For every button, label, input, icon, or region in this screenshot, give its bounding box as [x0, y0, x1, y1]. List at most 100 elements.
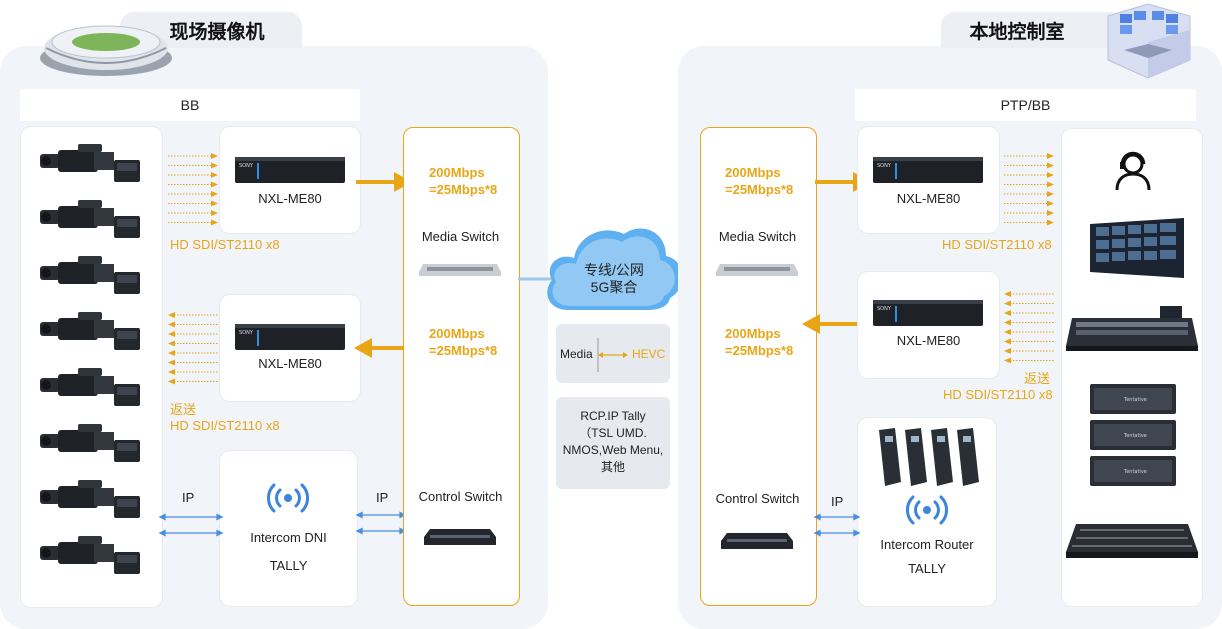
signal-arrow-head	[1047, 162, 1054, 169]
multiviewer-monitor-icon	[1090, 218, 1184, 278]
camera-list	[40, 144, 140, 574]
tally-line-3: NMOS,Web Menu,	[562, 443, 664, 457]
camera-icon	[40, 200, 140, 238]
left-sdi-bottom-label: HD SDI/ST2110 x8	[170, 418, 280, 433]
signal-arrow-head	[1004, 357, 1011, 364]
control-switch-icon	[424, 529, 496, 545]
camera-icon	[40, 424, 140, 462]
signal-arrow-head	[168, 331, 175, 337]
right-ptp-label: PTP/BB	[1000, 97, 1051, 113]
signal-arrow-head	[168, 369, 175, 375]
audio-mixer-icon	[1066, 524, 1198, 558]
signal-arrow-head	[1004, 319, 1011, 326]
signal-arrow-head	[1047, 200, 1054, 207]
encoder-icon: SONY	[873, 300, 983, 326]
right-sdi-bottom-label: HD SDI/ST2110 x8	[943, 387, 1053, 402]
encoder-icon: SONY	[235, 157, 345, 183]
signal-arrow-head	[211, 200, 218, 207]
svg-text:SONY: SONY	[239, 163, 254, 169]
camera-icon	[40, 256, 140, 294]
left-title: 现场摄像机	[169, 20, 265, 43]
svg-text:SONY: SONY	[877, 306, 892, 312]
right-sdi-top-label: HD SDI/ST2110 x8	[942, 237, 1052, 252]
right-control-switch-label: Control Switch	[715, 491, 800, 506]
switcher-console-icon	[1066, 306, 1198, 351]
tally-line-4: 其他	[600, 460, 625, 474]
right-media-switch-label: Media Switch	[718, 229, 797, 244]
media-switch-icon	[716, 264, 798, 276]
operator-icon	[1115, 151, 1151, 191]
signal-arrow-head	[1004, 310, 1011, 316]
signal-arrow-head	[211, 172, 218, 178]
signal-arrow-head	[211, 153, 218, 159]
signal-arrow-head	[1047, 172, 1054, 178]
ip-link-right	[813, 513, 861, 537]
signal-arrow-head	[168, 340, 175, 347]
right-ptp-bar: PTP/BB	[855, 89, 1196, 121]
left-encoder-bottom-label: NXL-ME80	[258, 356, 322, 371]
right-title: 本地控制室	[969, 20, 1065, 43]
signal-arrow-head	[1047, 210, 1054, 216]
hevc-label: HEVC	[632, 347, 666, 361]
return-arrows-right	[1004, 291, 1054, 364]
signal-arrow-head	[1047, 191, 1054, 197]
left-return-label: 返送	[170, 402, 197, 417]
arrow-from-switch	[354, 338, 410, 358]
left-encoder-top-label: NXL-ME80	[258, 191, 322, 206]
signal-arrow-head	[168, 312, 175, 318]
intercom-router-label: Intercom Router	[880, 537, 974, 552]
return-arrows	[168, 312, 218, 385]
control-switch-icon	[721, 533, 793, 549]
server-brand-label: Tentative	[1123, 397, 1147, 403]
ip-link-mid	[355, 511, 407, 535]
signal-arrow-head	[168, 378, 175, 385]
right-rate-bottom: 200Mbps=25Mbps*8	[725, 326, 794, 358]
svg-text:SONY: SONY	[877, 163, 892, 169]
tally-protocol-box: RCP.IP Tally （TSL UMD. NMOS,Web Menu, 其他	[556, 397, 670, 489]
right-encoder-top-label: NXL-ME80	[896, 191, 961, 206]
wireless-icon	[906, 495, 948, 525]
signal-arrow-head	[211, 162, 218, 169]
camera-icon	[40, 312, 140, 350]
left-rate-top: 200Mbps=25Mbps*8	[429, 165, 498, 197]
signal-arrow-head	[211, 191, 218, 197]
right-switch-column	[700, 127, 817, 606]
signal-arrow-head	[1047, 219, 1054, 226]
signal-arrow-head	[168, 350, 175, 356]
arrow-from-encoder	[802, 314, 860, 334]
svg-text:SONY: SONY	[239, 330, 254, 336]
media-switch-icon	[419, 264, 501, 276]
server-brand-label: Tentative	[1123, 469, 1147, 475]
ip-label-right: IP	[831, 494, 844, 509]
right-return-label: 返送	[1024, 371, 1051, 386]
sdi-arrows-top-right	[1004, 153, 1054, 226]
camera-icon	[40, 480, 140, 518]
left-rate-bottom: 200Mbps=25Mbps*8	[429, 326, 498, 358]
signal-arrow-head	[211, 219, 218, 226]
signal-arrow-head	[211, 210, 218, 216]
cloud-icon	[547, 228, 683, 310]
encoder-icon: SONY	[235, 324, 345, 350]
left-sdi-top-label: HD SDI/ST2110 x8	[170, 237, 280, 252]
left-media-switch-label: Media Switch	[421, 229, 500, 244]
intercom-dni-card	[220, 451, 357, 606]
camera-icon	[40, 536, 140, 574]
left-control-switch-label: Control Switch	[418, 489, 503, 504]
signal-arrow-head	[1004, 329, 1011, 335]
right-encoder-bottom-label: NXL-ME80	[896, 333, 961, 348]
encoder-icon: SONY	[873, 157, 983, 183]
intercom-dni-tally: TALLY	[269, 558, 308, 573]
signal-arrow-head	[1004, 348, 1011, 354]
ip-label-mid: IP	[376, 490, 389, 505]
right-rate-top: 200Mbps=25Mbps*8	[725, 165, 794, 197]
media-label: Media	[560, 347, 593, 361]
left-bb-bar: BB	[20, 89, 360, 121]
media-hevc-box	[556, 324, 670, 383]
signal-arrow-head	[1047, 153, 1054, 159]
server-stack-icon: Tentative Tentative Tentative	[1090, 384, 1176, 486]
signal-arrow-head	[1004, 300, 1011, 307]
control-room-icon	[1107, 3, 1191, 79]
right-title-tab: 本地控制室	[941, 12, 1123, 48]
signal-arrow-head	[1004, 338, 1011, 345]
